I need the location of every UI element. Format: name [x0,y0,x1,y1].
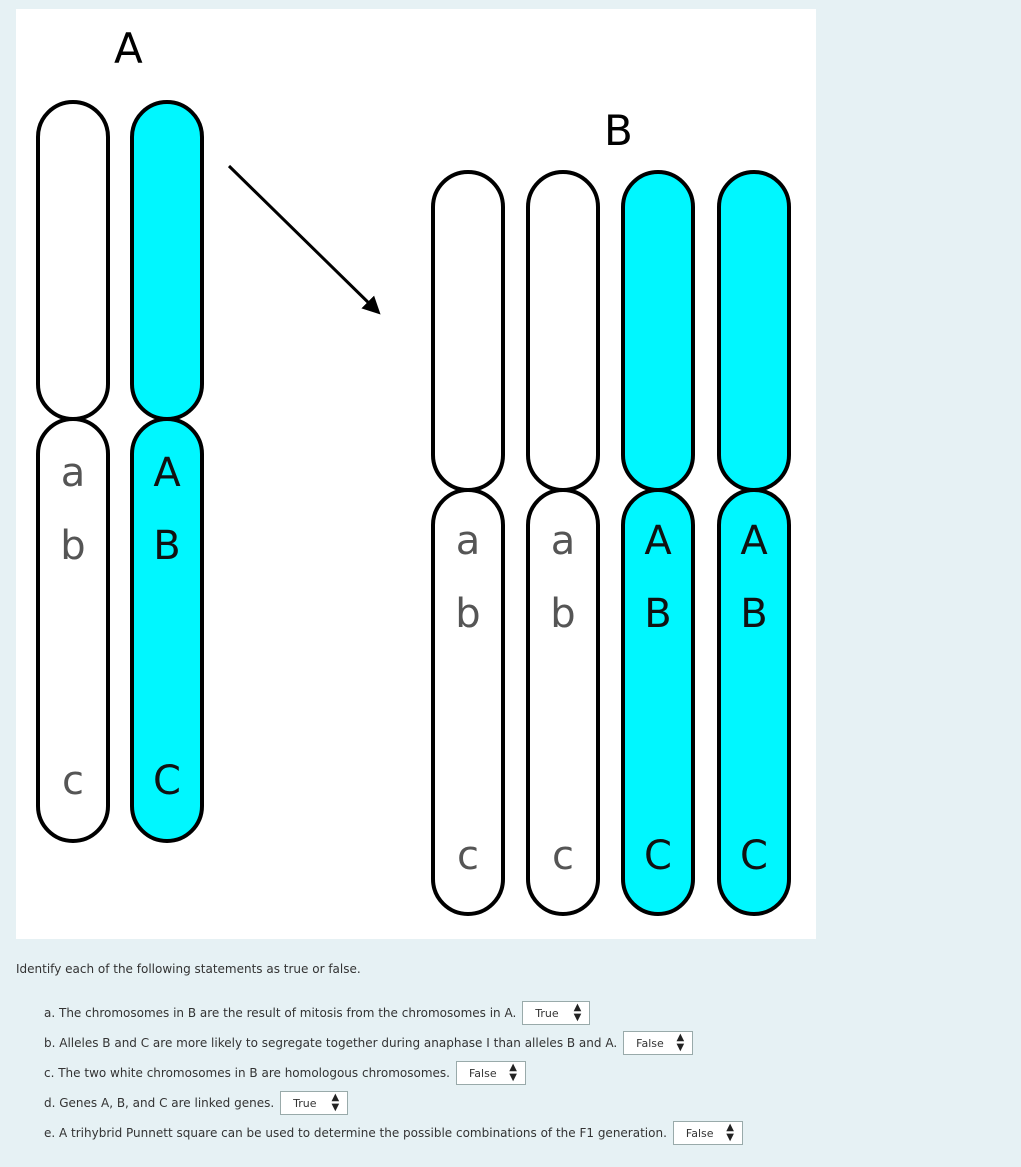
question-d-text: d. Genes A, B, and C are linked genes. [44,1096,275,1110]
panel-b-chromosome-3-allele-A: A [644,518,672,564]
panel-a-chromosome-2: AB C [130,100,204,843]
question-c: c. The two white chromosomes in B are ho… [44,1061,526,1085]
panel-b-chromosome-1-upper-arm [431,170,505,492]
panel-b-chromosome-4-lower-arm [717,488,791,916]
panel-b-chromosome-4: AB C [717,170,791,916]
panel-b-chromosome-4-upper-arm [717,170,791,492]
panel-a-chromosome-1-allele-a: a [61,450,86,496]
panel-b-chromosome-1: ab c [431,170,505,916]
panel-a-chromosome-1-upper-arm [36,100,110,421]
panel-a-chromosome-1-allele-b: b [60,523,85,569]
question-d: d. Genes A, B, and C are linked genes. T… [44,1091,349,1115]
panel-b-chromosome-1-allele-b: b [455,591,480,637]
question-a: a. The chromosomes in B are the result o… [44,1001,591,1025]
question-b: b. Alleles B and C are more likely to se… [44,1031,694,1055]
updown-arrows-icon: ▲▼ [676,1032,685,1053]
panel-b-chromosome-2: ab c [526,170,600,916]
arrow [227,164,381,315]
question-e-select[interactable]: False ▲▼ [672,1121,743,1145]
question-e-text: e. A trihybrid Punnett square can be use… [44,1126,667,1140]
panel-a-chromosome-1-allele-c: c [62,758,84,804]
panel-b-chromosome-1-allele-a: a [456,518,481,564]
panel-label-a: A [114,24,143,73]
question-c-selected: False [468,1066,497,1080]
updown-arrows-icon: ▲▼ [726,1122,734,1143]
panel-b-chromosome-1-allele-c: c [457,833,479,879]
question-a-select[interactable]: True ▲▼ [522,1001,591,1025]
panel-b-chromosome-2-upper-arm [526,170,600,492]
panel-a-chromosome-1: ab c [36,100,110,843]
panel-b-chromosome-2-allele-a: a [551,518,576,564]
panel-b-chromosome-3: AB C [621,170,695,916]
panel-b-chromosome-2-lower-arm [526,488,600,916]
updown-arrows-icon: ▲▼ [573,1002,582,1023]
panel-a-chromosome-2-lower-arm [130,417,204,843]
updown-arrows-icon: ▲▼ [331,1092,340,1113]
panel-a-chromosome-2-allele-C: C [153,758,181,804]
updown-arrows-icon: ▲▼ [509,1062,517,1083]
panel-b-chromosome-3-allele-C: C [644,833,672,879]
question-e: e. A trihybrid Punnett square can be use… [44,1121,743,1145]
question-c-select[interactable]: False ▲▼ [455,1061,526,1085]
panel-a-chromosome-2-upper-arm [130,100,204,421]
panel-b-chromosome-4-allele-A: A [740,518,768,564]
panel-a-chromosome-2-allele-B: B [153,523,180,569]
question-b-select[interactable]: False ▲▼ [623,1031,694,1055]
panel-b-chromosome-2-allele-c: c [552,833,574,879]
question-b-text: b. Alleles B and C are more likely to se… [44,1036,618,1050]
panel-a-chromosome-2-allele-A: A [153,450,181,496]
question-d-select[interactable]: True ▲▼ [280,1091,349,1115]
question-b-selected: False [636,1036,664,1050]
panel-a-chromosome-1-lower-arm [36,417,110,843]
instructions-text: Identify each of the following statement… [16,962,361,976]
panel-b-chromosome-3-allele-B: B [644,591,671,637]
panel-label-b: B [604,106,633,155]
question-e-selected: False [685,1126,714,1140]
panel-b-chromosome-3-upper-arm [621,170,695,492]
question-a-text: a. The chromosomes in B are the result o… [44,1006,517,1020]
question-d-selected: True [293,1096,317,1110]
panel-a-chromosomes: ab c AB C [36,100,204,843]
panel-b-chromosome-1-lower-arm [431,488,505,916]
question-c-text: c. The two white chromosomes in B are ho… [44,1066,450,1080]
panel-b-chromosome-3-lower-arm [621,488,695,916]
panel-b-chromosome-4-allele-B: B [740,591,767,637]
panel-b-chromosome-2-allele-b: b [550,591,575,637]
question-a-selected: True [535,1006,559,1020]
panel-b-chromosome-4-allele-C: C [740,833,768,879]
